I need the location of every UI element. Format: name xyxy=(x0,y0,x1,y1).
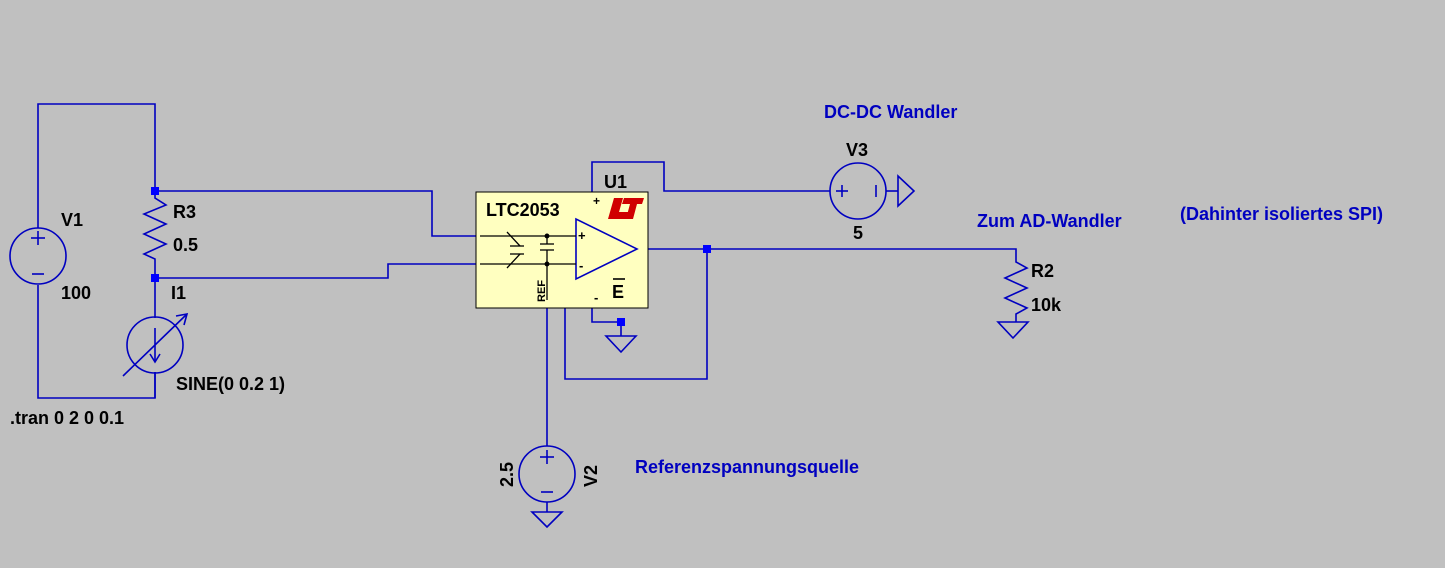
resistor-icon xyxy=(1003,258,1029,322)
v2-value: 2.5 xyxy=(497,462,517,487)
junction-r3-bottom xyxy=(151,274,159,282)
annotation-adc[interactable]: Zum AD-Wandler xyxy=(977,211,1122,231)
tran-directive[interactable]: .tran 0 2 0 0.1 xyxy=(10,408,124,428)
junction-output xyxy=(703,245,711,253)
r3-value: 0.5 xyxy=(173,235,198,255)
annotation-vref[interactable]: Referenzspannungsquelle xyxy=(635,457,859,477)
ground-icon xyxy=(530,511,564,529)
i1-name: I1 xyxy=(171,283,186,303)
v3-value: 5 xyxy=(853,223,863,243)
ground-icon xyxy=(897,174,916,208)
r3-name: R3 xyxy=(173,202,196,222)
current-source-i1[interactable]: I1 SINE(0 0.2 1) xyxy=(122,283,285,398)
wire-r3-top-to-input[interactable] xyxy=(155,190,515,237)
wire-r3-bottom-to-input[interactable] xyxy=(155,263,515,279)
wire-vplus-to-v3[interactable] xyxy=(591,161,830,215)
voltage-source-icon xyxy=(9,227,67,285)
r2-name: R2 xyxy=(1031,261,1054,281)
voltage-source-v3[interactable]: V3 5 xyxy=(829,140,916,243)
voltage-source-v1[interactable]: V1 100 xyxy=(9,210,91,303)
variable-arrow-icon xyxy=(122,313,188,377)
resistor-icon xyxy=(141,191,168,278)
switched-capacitor-icon xyxy=(480,231,576,300)
wire-v1-top[interactable] xyxy=(37,103,156,228)
ic-enable-pin-label: E xyxy=(612,282,624,302)
ic-vminus-sign: - xyxy=(594,290,598,305)
v1-value: 100 xyxy=(61,283,91,303)
v1-name: V1 xyxy=(61,210,83,230)
ic-u1-ltc2053[interactable]: LTC2053 U1 + - + - REF E xyxy=(475,172,649,309)
junctions xyxy=(151,187,711,326)
resistor-r2[interactable]: R2 10k xyxy=(996,258,1062,340)
ground-icon xyxy=(604,335,638,354)
wire-v1-bottom[interactable] xyxy=(37,285,156,399)
ground-e xyxy=(604,335,638,354)
annotation-spi[interactable]: (Dahinter isoliertes SPI) xyxy=(1180,204,1383,224)
ic-body xyxy=(475,191,649,309)
opamp-icon xyxy=(575,217,639,281)
voltage-source-v2[interactable]: 2.5 V2 xyxy=(497,445,601,529)
v3-name: V3 xyxy=(846,140,868,160)
annotation-dcdc[interactable]: DC-DC Wandler xyxy=(824,102,957,122)
u1-name: U1 xyxy=(604,172,627,192)
ic-ref-pin-label: REF xyxy=(536,280,548,302)
opamp-minus-sign: - xyxy=(579,258,583,273)
ground-icon xyxy=(996,321,1030,340)
i1-value: SINE(0 0.2 1) xyxy=(176,374,285,394)
lt-logo-icon xyxy=(608,198,644,219)
v2-name: V2 xyxy=(581,465,601,487)
junction-ground-e xyxy=(617,318,625,326)
resistor-r3[interactable]: R3 0.5 xyxy=(141,191,198,278)
r2-value: 10k xyxy=(1031,295,1062,315)
junction-r3-top xyxy=(151,187,159,195)
opamp-plus-sign: + xyxy=(578,228,586,243)
wire-output[interactable] xyxy=(637,248,1017,258)
wires xyxy=(37,103,1017,446)
ic-part-label: LTC2053 xyxy=(486,200,560,220)
ic-vplus-sign: + xyxy=(593,194,600,208)
